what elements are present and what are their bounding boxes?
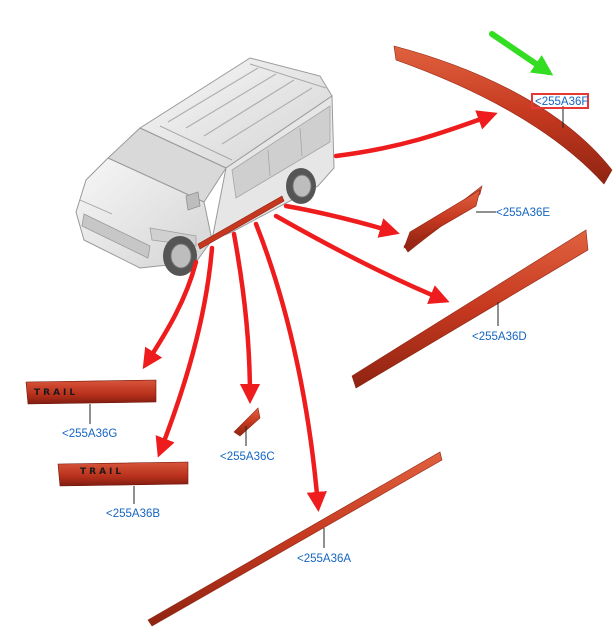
part-d-strip xyxy=(351,229,589,389)
van-illustration xyxy=(75,57,335,276)
part-c-label[interactable]: <255A36C xyxy=(220,451,275,463)
callout-arrow-d xyxy=(273,213,450,305)
callout-arrow-e xyxy=(283,203,400,238)
part-e[interactable]: <255A36E xyxy=(403,185,550,253)
part-a[interactable]: <255A36A xyxy=(147,451,443,627)
part-b[interactable]: TRAIL <255A36B xyxy=(57,461,189,520)
part-g[interactable]: TRAIL <255A36G xyxy=(25,379,157,440)
part-c-strip xyxy=(233,407,261,437)
callout-arrow-f xyxy=(333,110,498,159)
callout-arrow-c xyxy=(231,231,261,405)
part-b-label[interactable]: <255A36B xyxy=(106,508,160,520)
part-d-label[interactable]: <255A36D xyxy=(472,331,527,343)
callout-arrow-b xyxy=(155,245,215,458)
part-g-label[interactable]: <255A36G xyxy=(62,428,117,440)
part-g-badge xyxy=(25,379,157,405)
part-d[interactable]: <255A36D xyxy=(351,229,589,389)
callout-arrow-g xyxy=(142,259,199,370)
part-a-strip xyxy=(147,451,443,627)
part-f[interactable]: <255A36F xyxy=(393,45,613,185)
part-f-strip xyxy=(393,45,613,185)
callout-arrow-a xyxy=(253,221,327,513)
part-b-badge-text: TRAIL xyxy=(80,467,124,477)
part-f-label[interactable]: <255A36F xyxy=(535,96,588,108)
part-g-badge-text: TRAIL xyxy=(34,388,78,398)
part-b-badge xyxy=(57,461,189,487)
part-e-label[interactable]: <255A36E xyxy=(496,207,550,219)
callout-arrows xyxy=(142,110,498,513)
part-c[interactable]: <255A36C xyxy=(220,407,275,463)
pointer-arrow-icon xyxy=(489,31,554,76)
part-a-label[interactable]: <255A36A xyxy=(297,553,351,565)
part-f-highlight-box xyxy=(531,93,589,109)
